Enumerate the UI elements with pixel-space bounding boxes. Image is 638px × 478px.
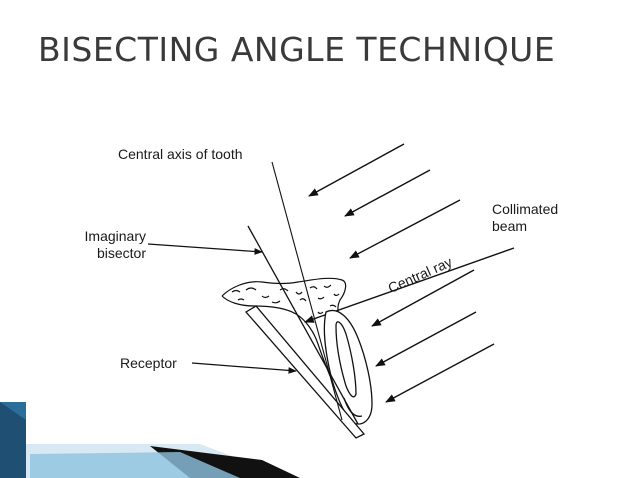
bisector-leader <box>147 243 263 255</box>
tooth-pulp <box>335 321 357 398</box>
beam-arrow-1 <box>308 143 405 197</box>
decorative-accent <box>0 402 300 478</box>
collimated-beam-arrows <box>304 143 515 403</box>
imaginary-bisector-label: Imaginary bisector <box>66 228 146 262</box>
imaginary-bisector-label-line2: bisector <box>96 245 146 261</box>
beam-arrow-5 <box>375 311 477 367</box>
central-axis-line <box>271 161 343 421</box>
beam-arrow-4 <box>371 269 475 327</box>
slide-title: BISECTING ANGLE TECHNIQUE <box>38 30 556 69</box>
collimated-beam-label: Collimated beam <box>492 201 558 235</box>
receptor-plate <box>244 305 366 439</box>
beam-arrow-6 <box>385 343 495 403</box>
central-ray-arrow <box>304 247 515 323</box>
imaginary-bisector-label-line1: Imaginary <box>84 228 146 244</box>
collimated-beam-label-line2: beam <box>492 218 528 234</box>
imaginary-bisector-line <box>247 225 359 425</box>
receptor-leader <box>191 362 297 374</box>
label-leaders <box>147 243 297 374</box>
receptor-label: Receptor <box>120 355 177 371</box>
central-axis-label: Central axis of tooth <box>118 146 243 162</box>
beam-arrow-3 <box>349 199 461 259</box>
beam-arrow-2 <box>344 169 431 217</box>
collimated-beam-label-line1: Collimated <box>492 201 559 217</box>
